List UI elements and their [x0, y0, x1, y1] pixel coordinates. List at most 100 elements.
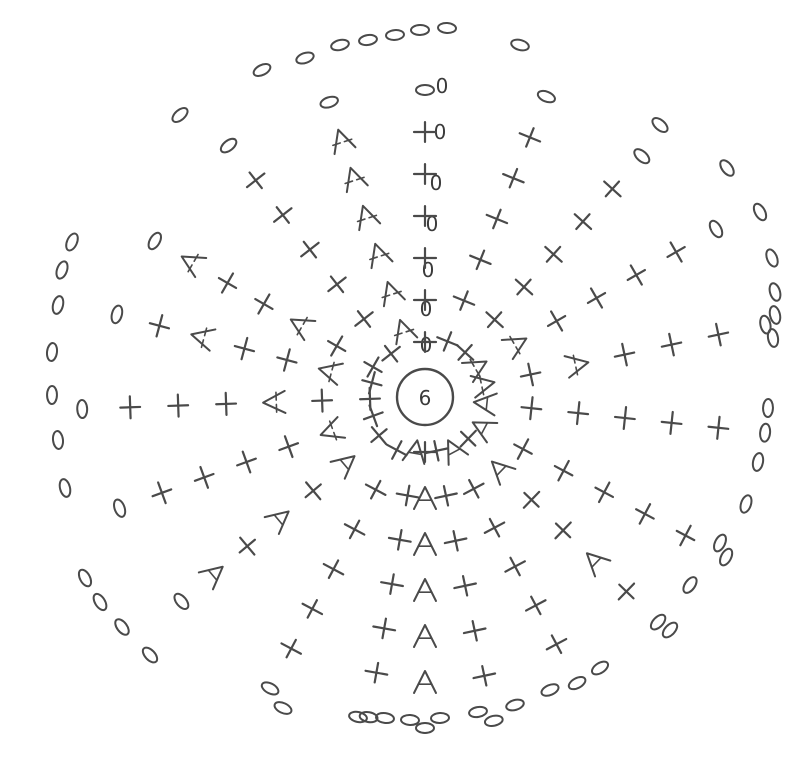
single-crochet-stitch: [499, 165, 527, 192]
decrease-stitch: [414, 533, 436, 555]
single-crochet-stitch: [387, 528, 412, 551]
single-crochet-stitch: [168, 394, 189, 417]
increase-stitch: [340, 164, 368, 192]
single-crochet-stitch: [509, 272, 539, 301]
chain-stitch: [416, 723, 434, 733]
single-crochet-stitch: [521, 591, 550, 619]
single-crochet-stitch: [520, 396, 542, 420]
single-crochet-stitch: [548, 516, 578, 546]
chain-stitch: [431, 713, 449, 724]
decrease-stitch: [265, 503, 296, 534]
chain-stitch: [52, 430, 64, 449]
single-crochet-stitch: [191, 464, 217, 491]
single-crochet-stitch: [147, 313, 172, 339]
chain-stitch: [172, 591, 191, 611]
chain-stitch: [51, 295, 65, 315]
single-crochet-stitch: [250, 290, 278, 319]
single-crochet-stitch: [433, 484, 459, 508]
increase-stitch: [263, 391, 286, 414]
chain-stitch: [632, 146, 652, 165]
single-crochet-stitch: [598, 174, 628, 203]
single-crochet-stitch: [232, 335, 257, 361]
single-crochet-stitch: [466, 247, 494, 274]
decrease-stitch: [414, 579, 436, 601]
single-crochet-stitch: [450, 287, 478, 314]
single-crochet-stitch: [298, 595, 327, 623]
single-crochet-stitch: [539, 240, 569, 269]
single-crochet-stitch: [480, 514, 509, 542]
chain-stitch: [76, 568, 93, 589]
single-crochet-stitch: [707, 416, 729, 440]
single-crochet-stitch: [349, 304, 379, 333]
single-crochet-stitch: [120, 396, 141, 419]
single-crochet-stitch: [542, 630, 571, 658]
single-crochet-stitch: [276, 433, 302, 460]
single-crochet-stitch: [452, 574, 478, 598]
increase-stitch: [352, 202, 380, 230]
chain-stitch: [468, 706, 487, 719]
single-crochet-stitch: [590, 478, 618, 507]
decrease-stitch: [473, 391, 497, 415]
decrease-stitch: [579, 545, 610, 576]
increase-stitch: [565, 352, 591, 378]
increase-stitch: [365, 240, 393, 268]
decrease-stitch: [484, 454, 515, 485]
chain-stitch: [54, 260, 69, 280]
chain-stitch: [590, 659, 610, 677]
chain-stitch: [46, 342, 58, 361]
single-crochet-stitch: [661, 411, 683, 435]
increase-stitch: [462, 352, 492, 382]
single-crochet-stitch: [213, 269, 241, 298]
chain-stitch: [438, 23, 457, 34]
single-crochet-stitch: [312, 389, 333, 412]
increase-stitch: [176, 247, 206, 277]
chain-stitch: [718, 158, 737, 178]
chain-stitch: [252, 62, 273, 79]
chain-stitch: [58, 478, 72, 498]
single-crochet-stitch: [471, 664, 497, 688]
chain-stitch: [764, 248, 780, 268]
decrease-stitch: [199, 558, 230, 589]
chain-stitch: [751, 202, 768, 223]
decrease-stitch: [414, 625, 436, 647]
chain-stitch: [260, 680, 281, 697]
single-crochet-stitch: [322, 270, 352, 299]
magic-ring: 6: [397, 369, 453, 425]
single-crochet-stitch: [631, 500, 659, 529]
increase-stitch: [471, 371, 497, 397]
single-crochet-stitch: [216, 393, 237, 416]
single-crochet-stitch: [660, 332, 684, 358]
single-crochet-stitch: [277, 635, 306, 663]
chain-stitch: [707, 219, 725, 240]
single-crochet-stitch: [543, 307, 571, 336]
chain-stitch: [751, 452, 764, 472]
chain-stitch: [47, 386, 57, 404]
single-crochet-stitch: [483, 206, 511, 233]
chain-stitch: [319, 95, 339, 110]
single-crochet-stitch: [480, 305, 510, 334]
chain-stitch: [681, 575, 699, 595]
chain-stitch: [767, 328, 780, 347]
single-crochet-stitch: [567, 401, 589, 425]
single-crochet-stitch: [414, 290, 436, 310]
single-crochet-stitch: [319, 555, 348, 583]
increase-stitch: [285, 310, 315, 340]
single-crochet-stitch: [414, 332, 436, 352]
chain-stitch: [738, 494, 753, 514]
decrease-stitch: [414, 671, 436, 693]
single-crochet-stitch: [434, 328, 462, 355]
chain-stitch: [146, 231, 164, 252]
increase-stitch: [317, 417, 345, 445]
single-crochet-stitch: [568, 207, 598, 236]
single-crochet-stitch: [274, 347, 299, 373]
single-crochet-stitch: [361, 476, 390, 504]
single-crochet-stitch: [453, 424, 483, 454]
single-crochet-stitch: [233, 531, 262, 561]
single-crochet-stitch: [443, 529, 469, 553]
chain-stitch: [484, 714, 504, 727]
single-crochet-stitch: [340, 515, 369, 543]
single-crochet-stitch: [360, 402, 386, 429]
stitch-layer: [46, 23, 782, 733]
round-label-3: 0: [422, 258, 435, 282]
